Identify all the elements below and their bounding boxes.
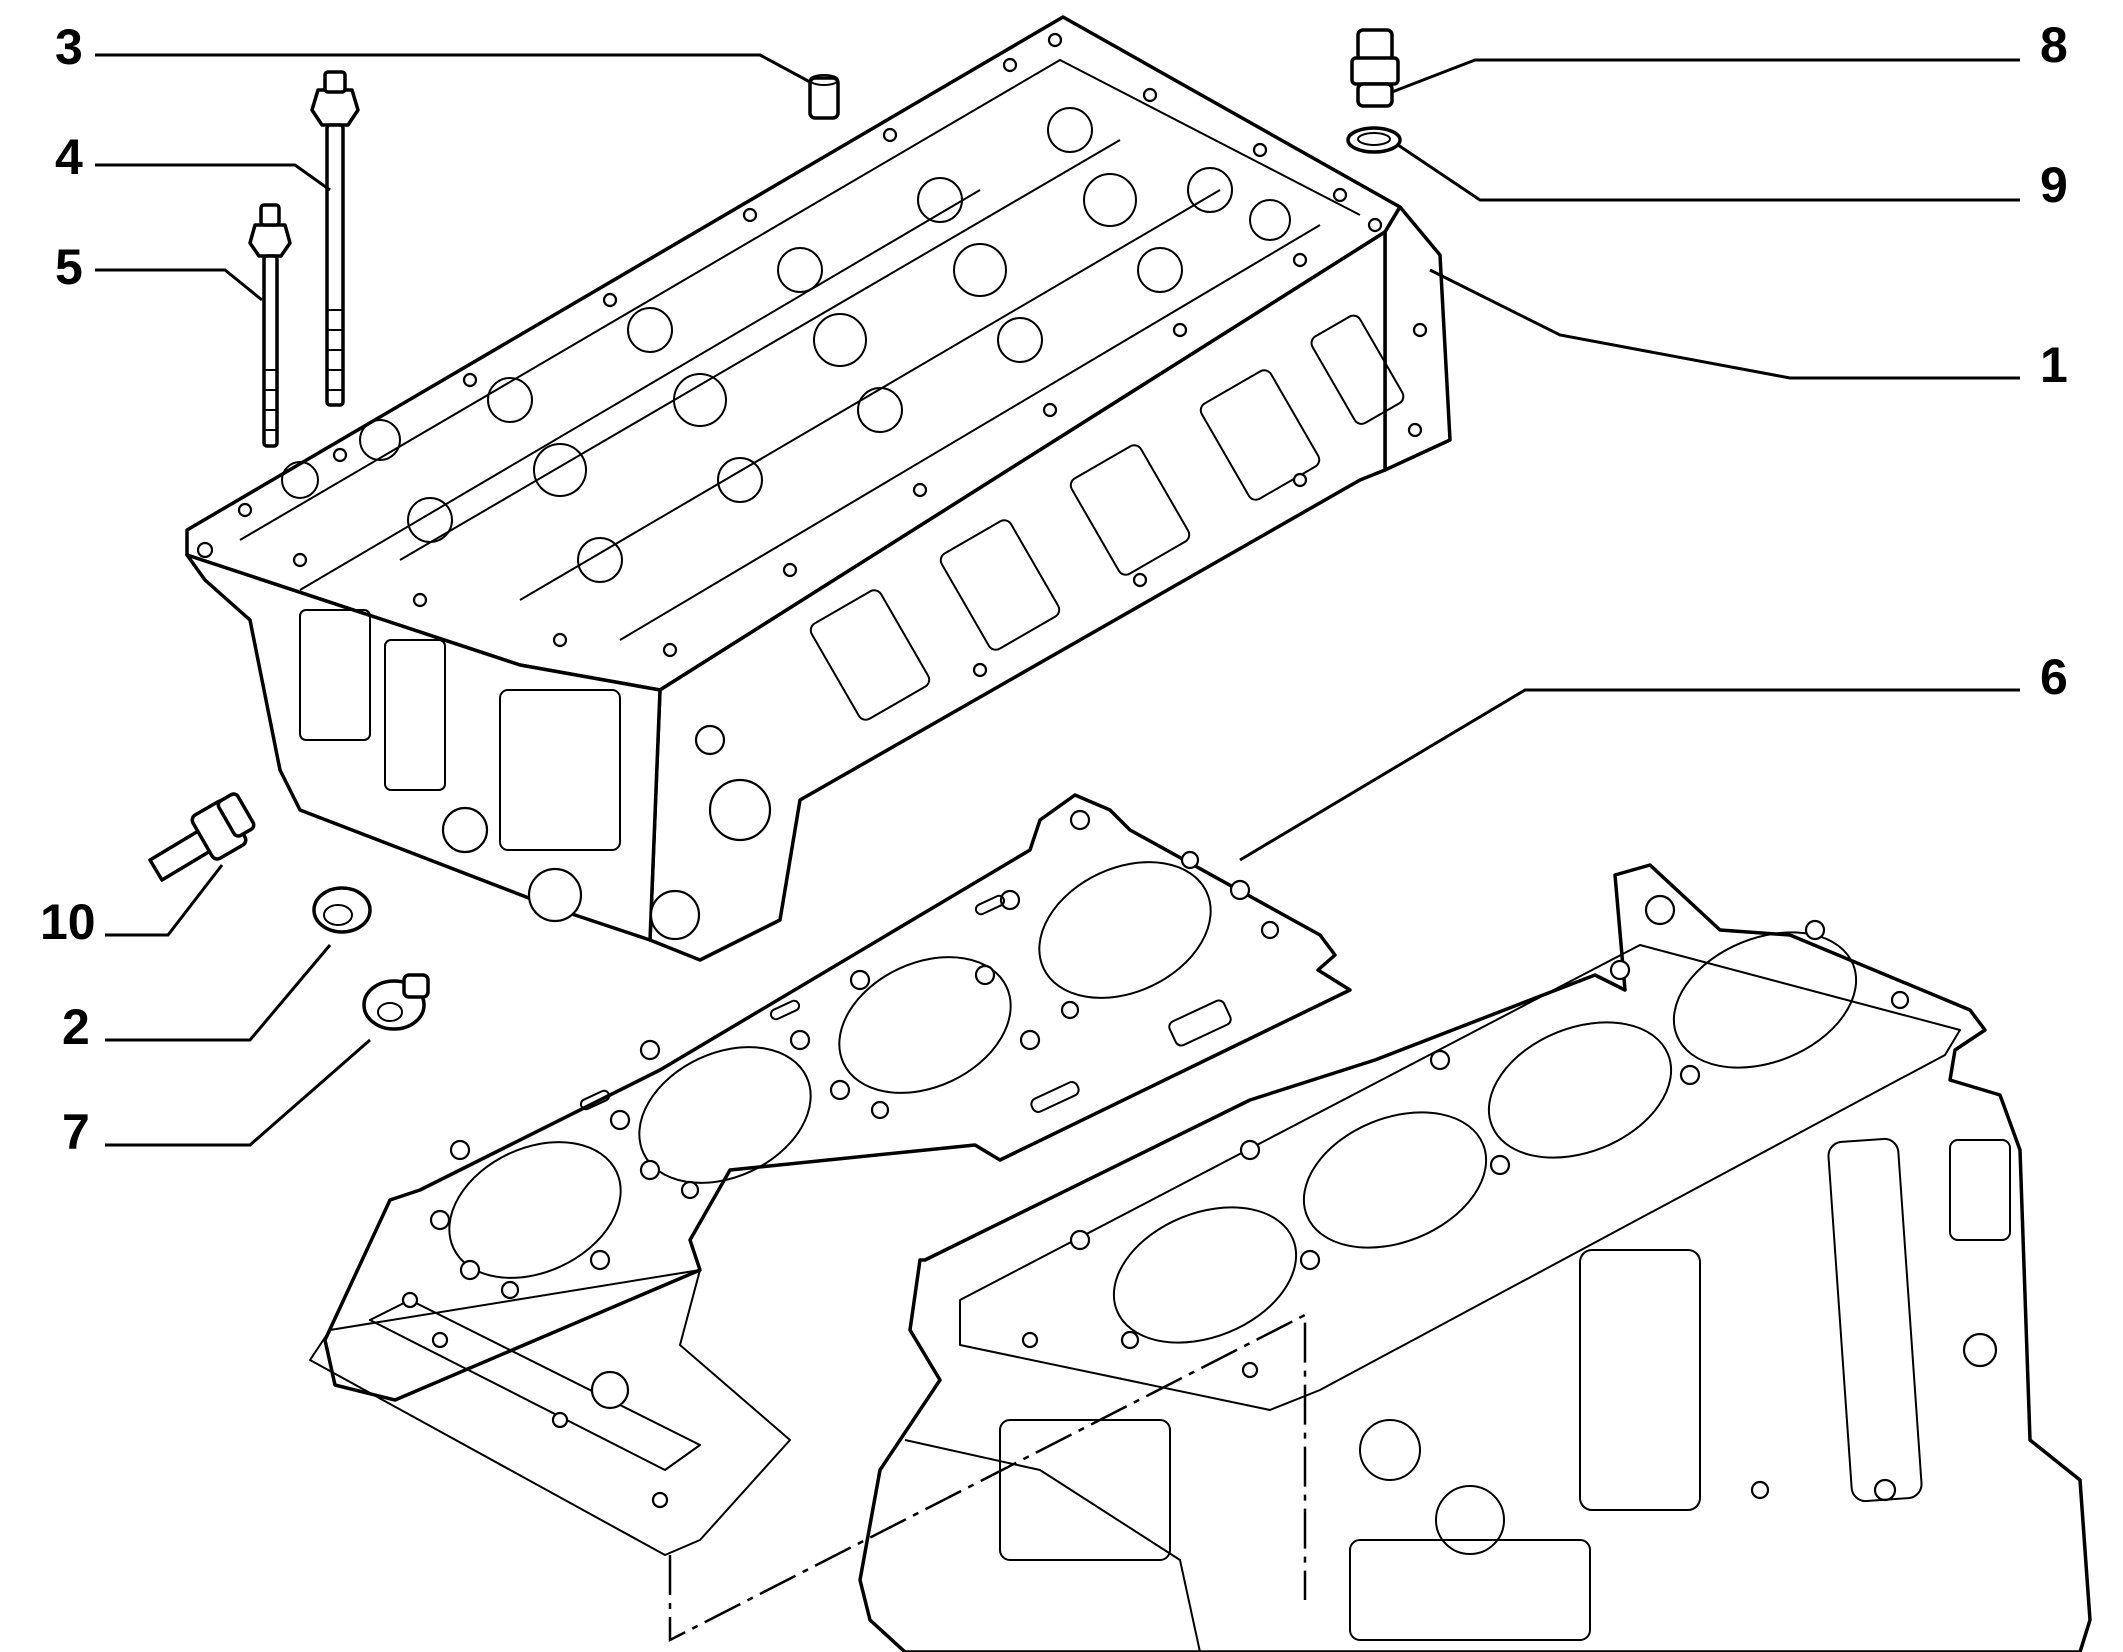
sealing-washer bbox=[1346, 126, 1402, 154]
dowel-pin bbox=[808, 74, 840, 120]
cylinder-block bbox=[858, 863, 2092, 1652]
alignment-line bbox=[668, 1312, 1307, 1643]
callout-1: 1 bbox=[2040, 337, 2068, 393]
callout-7: 7 bbox=[62, 1104, 90, 1160]
callout-8: 8 bbox=[2040, 17, 2068, 73]
plug-flanged bbox=[362, 973, 430, 1031]
head-gasket bbox=[309, 793, 1352, 1556]
callout-2: 2 bbox=[62, 999, 90, 1055]
callout-3: 3 bbox=[55, 19, 83, 75]
plug-hex bbox=[312, 886, 372, 934]
cylinder-head bbox=[185, 15, 1452, 962]
callout-10: 10 bbox=[40, 894, 96, 950]
callout-6: 6 bbox=[2040, 649, 2068, 705]
callout-5: 5 bbox=[55, 239, 83, 295]
fitting-connector bbox=[148, 792, 256, 882]
callout-9: 9 bbox=[2040, 157, 2068, 213]
head-bolt-short bbox=[248, 203, 292, 448]
leader-lines bbox=[95, 53, 2020, 1147]
head-bolt-long bbox=[310, 70, 360, 407]
callout-4: 4 bbox=[55, 129, 83, 185]
threaded-union bbox=[1350, 28, 1400, 108]
